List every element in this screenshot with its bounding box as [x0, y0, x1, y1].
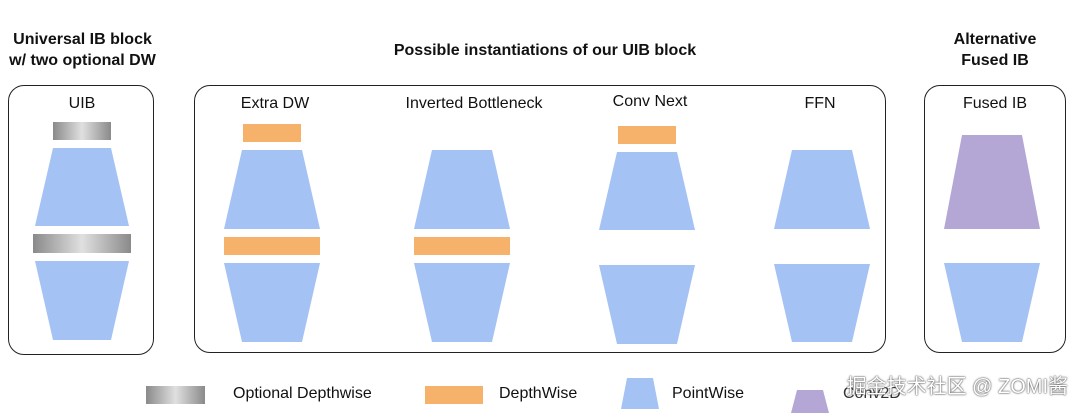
column-label-extra-dw: Extra DW	[240, 95, 310, 112]
legend-pointwise-swatch	[621, 378, 659, 409]
right-heading: Alternative Fused IB	[920, 29, 1070, 71]
pointwise-project	[35, 261, 129, 340]
column-label-conv-next: Conv Next	[612, 93, 688, 110]
optional-depthwise-middle	[33, 234, 131, 253]
conv-next-block-diagram	[599, 126, 695, 344]
pointwise-expand	[414, 150, 510, 229]
pointwise-expand	[35, 148, 129, 226]
left-heading-line2: w/ two optional DW	[9, 52, 156, 69]
depthwise-middle	[414, 237, 510, 255]
depthwise-top	[618, 126, 676, 144]
optional-depthwise-top	[53, 122, 111, 140]
legend-pointwise-label: PointWise	[672, 385, 745, 402]
legend-conv2d-label: Conv2D	[843, 385, 901, 402]
pointwise-expand	[599, 152, 695, 230]
left-heading-line1: Universal IB block	[13, 31, 152, 48]
uib-panel	[8, 85, 154, 355]
watermark: 掘金技术社区 @ ZOMI酱	[846, 376, 1068, 398]
uib-block-diagram	[33, 122, 131, 340]
conv2d-expand	[944, 135, 1040, 229]
fused-ib-block-diagram	[944, 135, 1040, 342]
inverted-bottleneck-block-diagram	[414, 150, 510, 342]
legend-conv2d-swatch	[791, 390, 829, 413]
legend-optional-depthwise-label: Optional Depthwise	[233, 385, 372, 402]
center-heading: Possible instantiations of our UIB block	[393, 42, 697, 59]
legend-depthwise-swatch	[425, 386, 483, 404]
instantiations-panel	[194, 85, 886, 353]
legend-optional-depthwise-swatch	[146, 386, 205, 404]
column-label-uib: UIB	[68, 95, 96, 112]
ffn-block-diagram	[774, 150, 870, 342]
depthwise-top	[243, 124, 301, 142]
pointwise-expand	[774, 150, 870, 229]
left-heading: Universal IB block w/ two optional DW	[0, 29, 165, 71]
depthwise-middle	[224, 237, 320, 255]
pointwise-project	[414, 263, 510, 342]
pointwise-project	[774, 264, 870, 342]
column-label-inverted-bottleneck: Inverted Bottleneck	[405, 95, 543, 112]
pointwise-project	[944, 263, 1040, 342]
pointwise-project	[224, 263, 320, 342]
legend-depthwise-label: DepthWise	[499, 385, 578, 402]
pointwise-project	[599, 265, 695, 344]
fused-ib-panel	[924, 85, 1066, 353]
column-label-fused-ib: Fused IB	[962, 95, 1028, 112]
extra-dw-block-diagram	[224, 124, 320, 342]
right-heading-line1: Alternative	[953, 31, 1037, 48]
pointwise-expand	[224, 150, 320, 229]
column-label-ffn: FFN	[804, 95, 836, 112]
right-heading-line2: Fused IB	[961, 52, 1029, 69]
